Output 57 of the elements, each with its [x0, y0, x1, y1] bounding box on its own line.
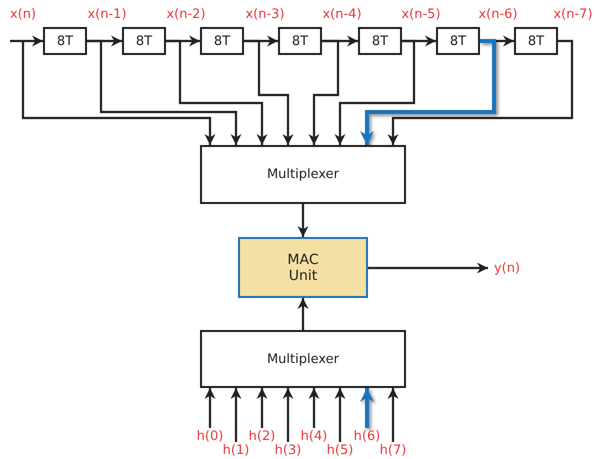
delay-box — [122, 27, 166, 55]
box-label: 8T — [214, 34, 230, 48]
signal-label: h(5) — [323, 442, 357, 458]
signal-label: x(n-1) — [87, 7, 127, 22]
box-label: Multiplexer — [266, 167, 340, 182]
multiplexer-box — [200, 330, 406, 388]
box-label: 8T — [528, 34, 544, 48]
delay-box — [358, 27, 402, 55]
signal-label: x(n-6) — [478, 7, 518, 22]
signal-label: h(3) — [271, 442, 305, 458]
arrow — [388, 40, 574, 145]
box-label: 8T — [450, 34, 466, 48]
box-label: 8T — [372, 34, 388, 48]
mac-unit-box — [238, 237, 368, 298]
arrow — [308, 40, 340, 145]
signal-label: h(1) — [219, 442, 253, 458]
arrow — [282, 388, 294, 442]
signal-label: h(0) — [193, 428, 227, 444]
arrow — [166, 40, 268, 145]
delay-box — [278, 27, 322, 55]
signal-label: x(n-4) — [322, 7, 362, 22]
signal-label: h(4) — [297, 428, 331, 444]
arrow — [360, 388, 374, 428]
arrow — [388, 388, 398, 442]
signal-label: x(n-2) — [166, 7, 206, 22]
box-label: 8T — [136, 34, 152, 48]
arrow — [244, 40, 294, 145]
signal-label: x(n) — [10, 7, 36, 22]
delay-box — [436, 27, 480, 55]
arrow — [368, 262, 488, 274]
arrow — [230, 388, 242, 442]
box-label: Multiplexer — [266, 352, 340, 366]
box-label: 8T — [292, 34, 308, 48]
arrow — [298, 298, 308, 330]
arrow — [10, 36, 43, 46]
delay-box — [200, 27, 244, 55]
signal-label: h(6) — [350, 428, 384, 444]
arrow — [298, 204, 308, 237]
box-label: MAC Unit — [286, 252, 320, 284]
signal-label: y(n) — [488, 259, 526, 277]
arrow — [360, 39, 496, 145]
arrow — [204, 388, 216, 428]
arrow — [256, 388, 268, 428]
arrow — [334, 40, 416, 145]
signal-label: h(2) — [245, 428, 279, 444]
arrow — [22, 41, 216, 145]
signal-label: h(7) — [376, 442, 410, 458]
signal-label: x(n-5) — [401, 7, 441, 22]
delay-box — [43, 27, 87, 55]
arrow — [308, 388, 320, 428]
arrow — [87, 40, 242, 145]
multiplexer-box — [200, 145, 406, 204]
delay-box — [514, 27, 558, 55]
arrow — [334, 388, 346, 442]
box-label: 8T — [56, 34, 74, 48]
signal-label: x(n-3) — [245, 7, 285, 22]
signal-label: x(n-7) — [553, 7, 593, 22]
